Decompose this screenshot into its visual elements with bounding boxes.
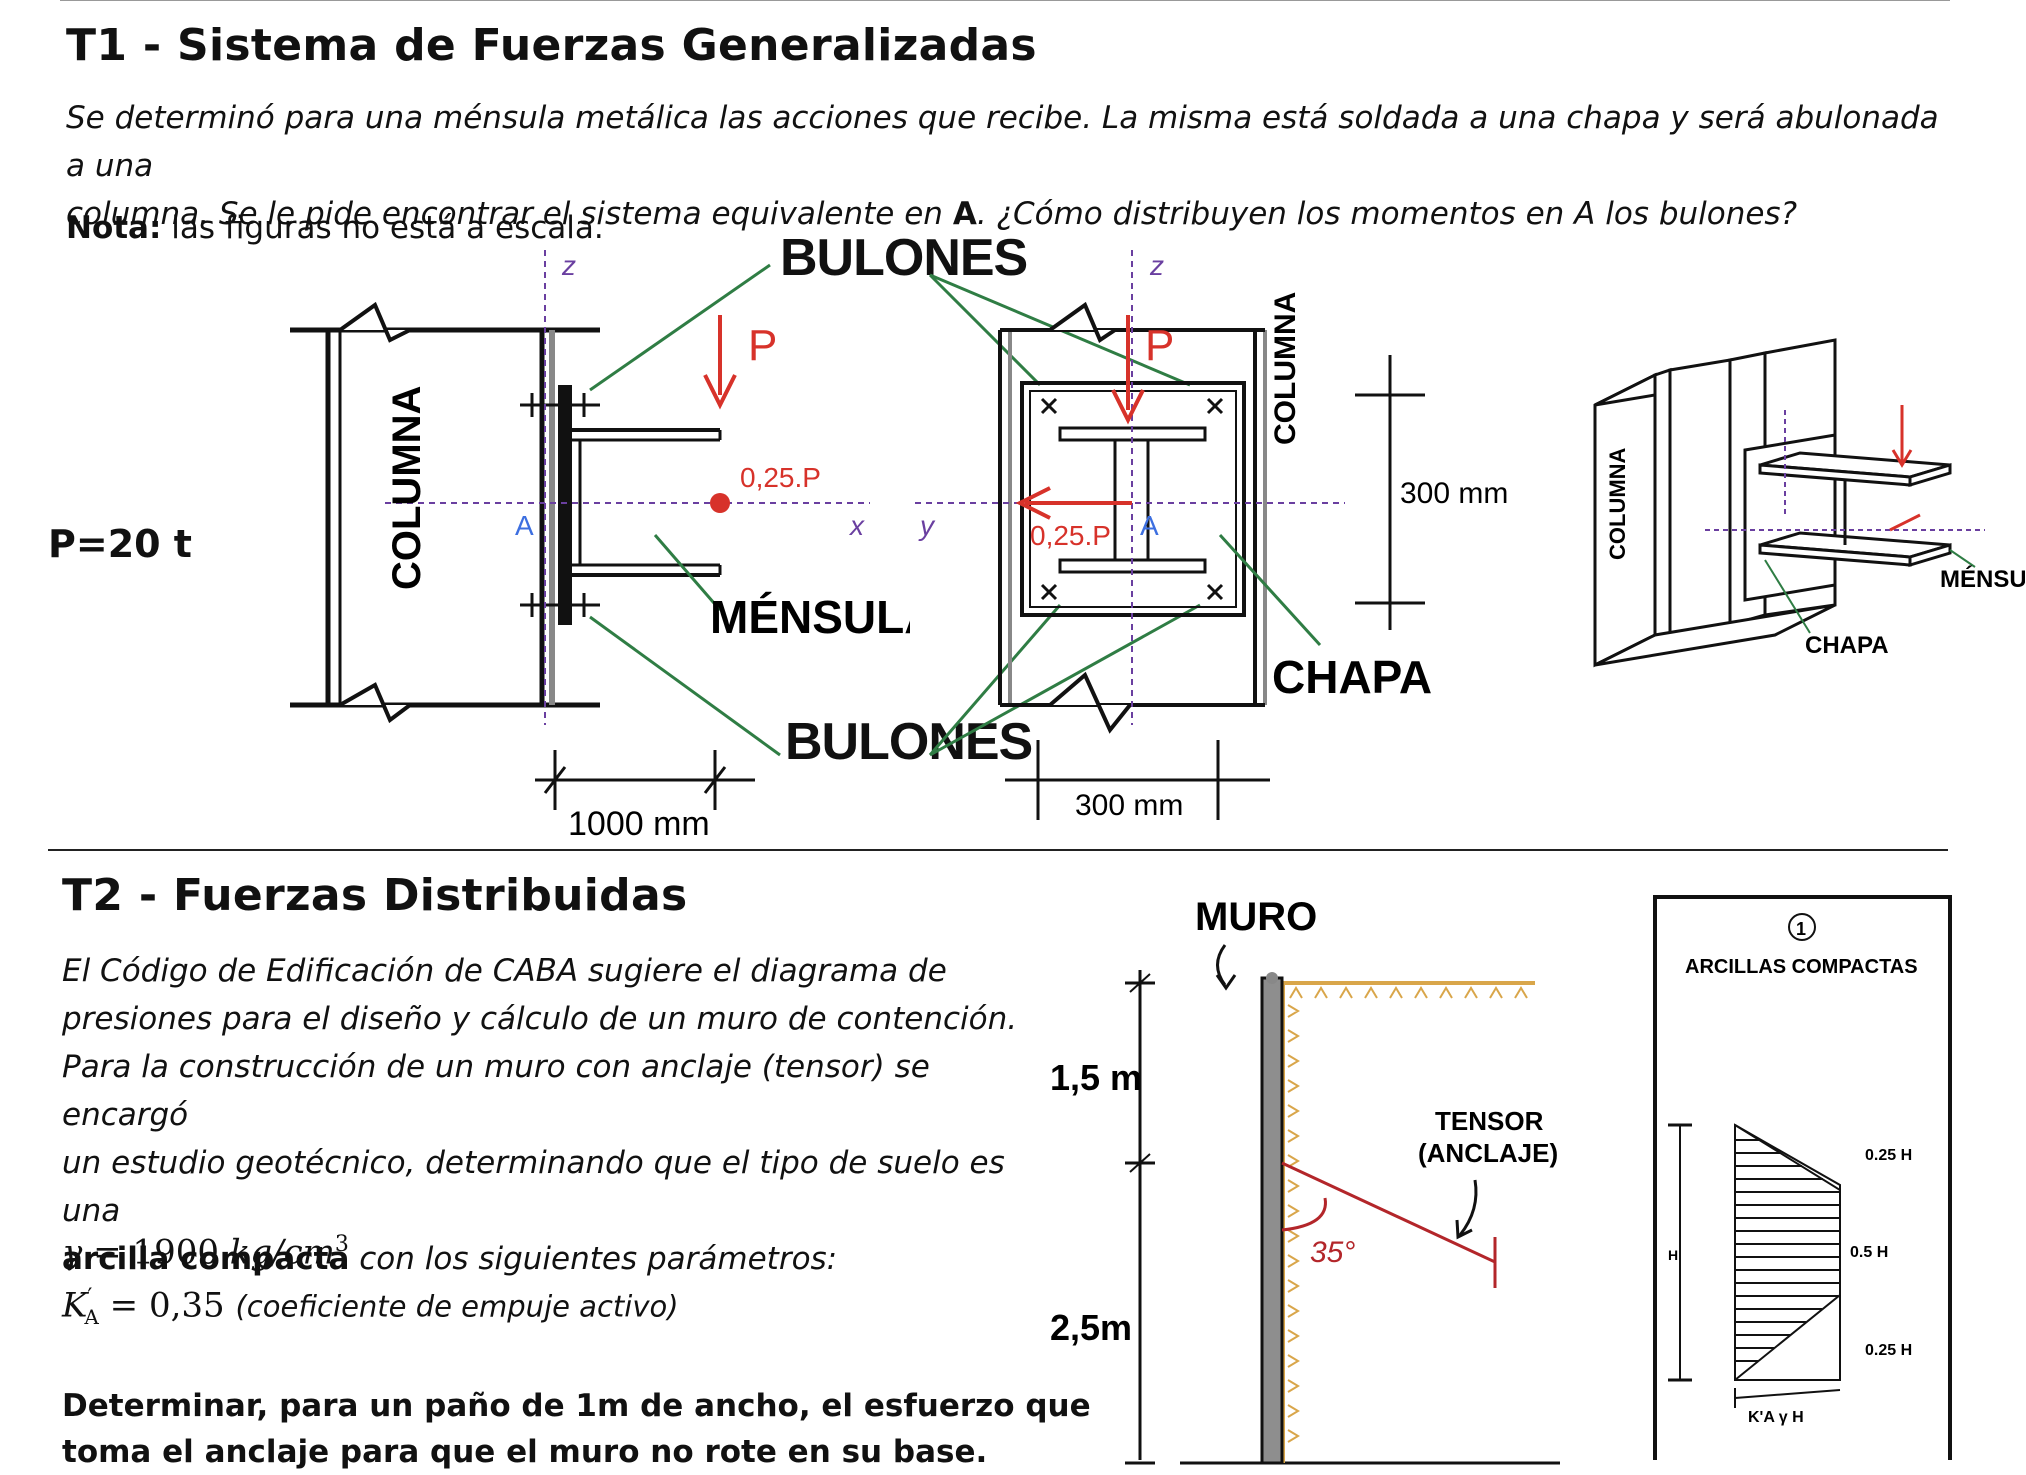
top-rule	[60, 0, 1950, 1]
point-a-label: A	[515, 510, 534, 541]
length-dimension: 1000 mm	[568, 805, 710, 843]
earth-pressure-equation: K′A = 0,35 (coeficiente de empuje activo…	[62, 1285, 679, 1330]
base-pressure-label: K'A γ H	[1748, 1409, 1804, 1426]
z-axis-label-front: z	[1149, 250, 1164, 281]
isometric-plate-label: CHAPA	[1805, 632, 1889, 659]
t2-task-line2: toma el anclaje para que el muro no rote…	[62, 1434, 988, 1470]
height-symbol: H	[1668, 1247, 1678, 1263]
soil-type-number: 1	[1796, 919, 1806, 939]
wall-label: MURO	[1195, 895, 1317, 939]
bracket-side-view: z x A P 0,25.P COLUMNA MÉNSULA 1000 mm	[290, 250, 910, 843]
column-label-front: COLUMNA	[1269, 292, 1302, 445]
retaining-wall-diagram: MURO 1,5 m 2,5m 35° TENSOR (ANCLAJE)	[1050, 895, 1560, 1465]
t2-line5: arcilla compacta con los siguientes pará…	[62, 1241, 838, 1277]
t2-line3: Para la construcción de un muro con ancl…	[62, 1049, 930, 1133]
load-value: P=20 t	[48, 522, 192, 566]
lower-segment-label: 0.25 H	[1865, 1342, 1912, 1359]
point-a-label-front: A	[1140, 510, 1159, 541]
width-dimension: 300 mm	[1075, 789, 1183, 822]
t2-line4: un estudio geotécnico, determinando que …	[62, 1145, 1005, 1229]
bracket-isometric-view: COLUMNA MÉNSULA CHAPA	[1593, 338, 2025, 668]
t2-line1: El Código de Edificación de CABA sugiere…	[62, 953, 947, 989]
t1-note: Nota: las figuras no está a escala.	[66, 210, 604, 246]
unit-weight-equation: γ = 1900 kg/cm3	[62, 1232, 349, 1273]
t2-task: Determinar, para un paño de 1m de ancho,…	[62, 1383, 1091, 1475]
plate-label: CHAPA	[1272, 651, 1432, 703]
lower-height-label: 2,5m	[1050, 1307, 1132, 1348]
section-divider	[48, 849, 1948, 851]
load-label: P	[748, 321, 777, 370]
column-label: COLUMNA	[385, 386, 429, 590]
pressure-diagram: 1 ARCILLAS COMPACTAS H 0.25 H 0.5 H 0.25…	[1653, 895, 1952, 1460]
t2-task-line1: Determinar, para un paño de 1m de ancho,…	[62, 1388, 1091, 1424]
y-axis-label: y	[918, 510, 936, 541]
soil-type-title: ARCILLAS COMPACTAS	[1685, 956, 1918, 978]
eccentricity-label-front: 0,25.P	[1030, 520, 1111, 551]
t1-statement-line2: columna. Se le pide encontrar el sistema…	[66, 196, 1798, 232]
height-dimension: 300 mm	[1400, 477, 1508, 510]
t2-statement: El Código de Edificación de CABA sugiere…	[62, 947, 1062, 1283]
tensor-label: TENSOR	[1435, 1106, 1544, 1136]
upper-segment-label: 0.25 H	[1865, 1147, 1912, 1164]
isometric-column-label: COLUMNA	[1605, 447, 1630, 560]
bolts-label-top: BULONES	[780, 229, 1028, 287]
bolts-label-bottom: BULONES	[785, 713, 1033, 771]
t2-title: T2 - Fuerzas Distribuidas	[62, 870, 688, 921]
z-axis-label: z	[561, 250, 576, 281]
anchor-label: (ANCLAJE)	[1418, 1138, 1558, 1168]
middle-segment-label: 0.5 H	[1850, 1244, 1888, 1261]
eccentricity-label: 0,25.P	[740, 462, 821, 493]
upper-height-label: 1,5 m	[1050, 1057, 1142, 1098]
tensor-angle-label: 35°	[1310, 1236, 1355, 1269]
load-label-front: P	[1145, 321, 1174, 370]
isometric-bracket-label: MÉNSULA	[1940, 565, 2025, 593]
bracket-label: MÉNSULA	[710, 591, 910, 643]
t1-title: T1 - Sistema de Fuerzas Generalizadas	[66, 20, 1037, 71]
t1-statement-line1: Se determinó para una ménsula metálica l…	[66, 100, 1939, 184]
t1-statement: Se determinó para una ménsula metálica l…	[66, 94, 1966, 238]
t2-line2: presiones para el diseño y cálculo de un…	[62, 1001, 1018, 1037]
x-axis-label: x	[848, 510, 865, 541]
bracket-front-view: z y A P 0,25.P COLUMNA CHAPA 300 mm 300 …	[915, 250, 1508, 822]
